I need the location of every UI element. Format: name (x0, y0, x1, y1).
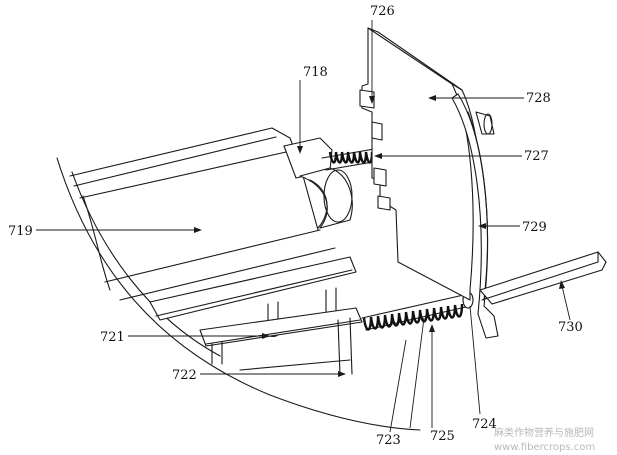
rod-730 (479, 251, 607, 305)
callout-729: 729 (522, 220, 547, 235)
watermark-url: www.fibercrops.com (494, 442, 595, 453)
callout-726: 726 (370, 4, 395, 19)
support-frame (149, 256, 363, 376)
watermark: 麻类作物营养与施肥网 www.fibercrops.com (494, 426, 595, 453)
callout-722: 722 (172, 368, 197, 383)
watermark-name: 麻类作物营养与施肥网 (494, 426, 594, 439)
callout-721: 721 (100, 330, 125, 345)
callout-730: 730 (558, 320, 583, 335)
lower-spring-723 (361, 291, 474, 331)
leader-lines (36, 20, 571, 433)
blade-729 (451, 93, 499, 339)
callout-725: 725 (430, 429, 455, 444)
callout-728: 728 (526, 91, 551, 106)
plate-728 (359, 27, 484, 301)
callout-723: 723 (376, 433, 401, 448)
callout-727: 727 (524, 149, 549, 164)
callout-labels: 726 718 728 727 719 729 721 730 722 723 … (8, 4, 583, 448)
housing-719 (56, 127, 421, 431)
callout-718: 718 (303, 65, 328, 80)
end-cap-718 (283, 137, 353, 229)
callout-719: 719 (8, 224, 33, 239)
callout-724: 724 (472, 417, 497, 432)
